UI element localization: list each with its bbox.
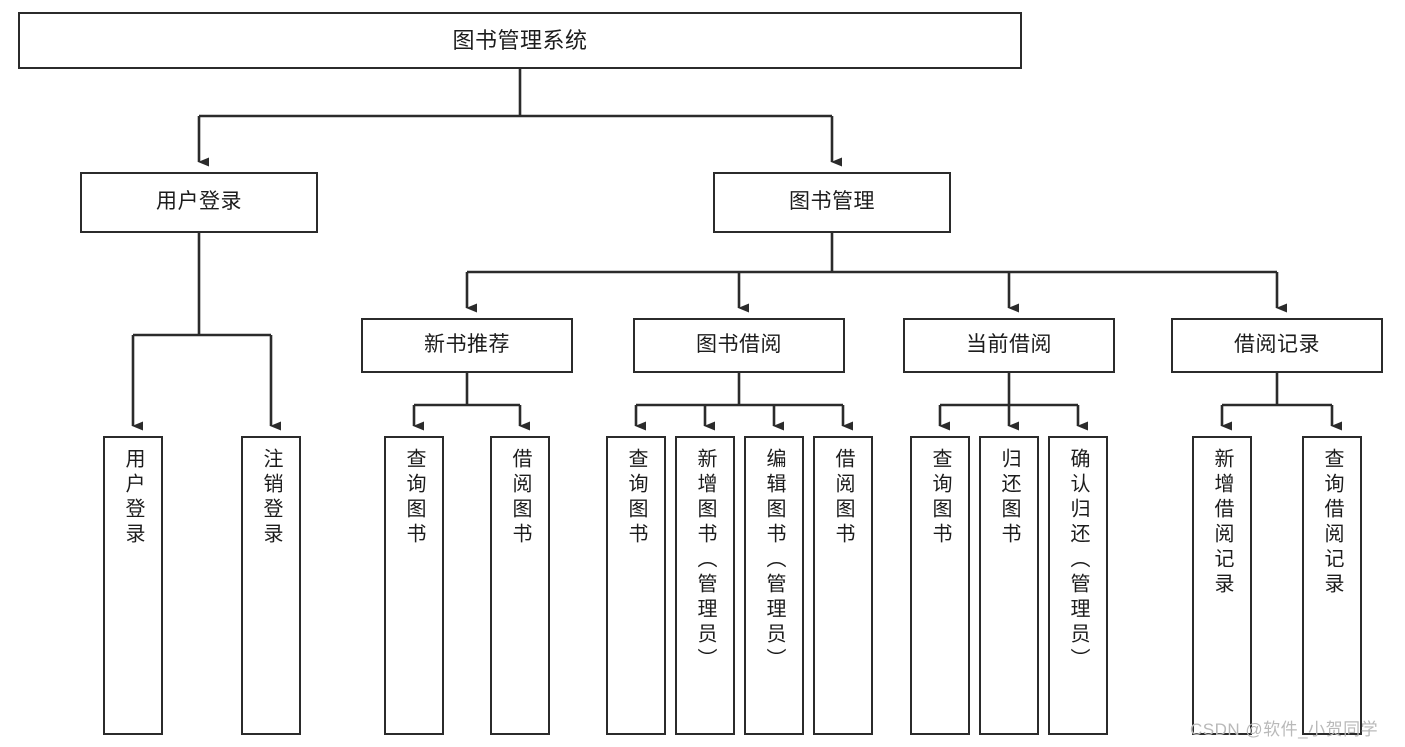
node-new-book-recommend[interactable]: 新书推荐 bbox=[361, 318, 573, 373]
leaf-query-book-current[interactable]: 查询图书 bbox=[910, 436, 970, 735]
node-label: 新增图书（管理员） bbox=[694, 448, 716, 673]
leaf-query-borrow-record[interactable]: 查询借阅记录 bbox=[1302, 436, 1362, 735]
node-current-borrow[interactable]: 当前借阅 bbox=[903, 318, 1115, 373]
node-user-login[interactable]: 用户登录 bbox=[80, 172, 318, 233]
leaf-query-book-recommend[interactable]: 查询图书 bbox=[384, 436, 444, 735]
node-root-system[interactable]: 图书管理系统 bbox=[18, 12, 1022, 69]
node-label: 查询图书 bbox=[929, 448, 951, 548]
node-label: 注销登录 bbox=[260, 448, 282, 548]
leaf-confirm-return-admin[interactable]: 确认归还（管理员） bbox=[1048, 436, 1108, 735]
node-label: 借阅图书 bbox=[832, 448, 854, 548]
node-label: 图书管理 bbox=[789, 190, 875, 214]
node-book-borrow[interactable]: 图书借阅 bbox=[633, 318, 845, 373]
node-book-management[interactable]: 图书管理 bbox=[713, 172, 951, 233]
leaf-return-book[interactable]: 归还图书 bbox=[979, 436, 1039, 735]
node-label: 归还图书 bbox=[998, 448, 1020, 548]
leaf-user-login[interactable]: 用户登录 bbox=[103, 436, 163, 735]
node-label: 借阅记录 bbox=[1234, 333, 1320, 357]
node-label: 图书管理系统 bbox=[452, 27, 588, 53]
node-label: 确认归还（管理员） bbox=[1067, 448, 1089, 673]
node-label: 新增借阅记录 bbox=[1211, 448, 1233, 598]
leaf-query-book-borrow[interactable]: 查询图书 bbox=[606, 436, 666, 735]
leaf-edit-book-admin[interactable]: 编辑图书（管理员） bbox=[744, 436, 804, 735]
node-label: 当前借阅 bbox=[966, 333, 1052, 357]
node-label: 用户登录 bbox=[156, 190, 242, 214]
node-label: 用户登录 bbox=[122, 448, 144, 548]
node-label: 新书推荐 bbox=[424, 333, 510, 357]
leaf-add-book-admin[interactable]: 新增图书（管理员） bbox=[675, 436, 735, 735]
node-label: 查询图书 bbox=[625, 448, 647, 548]
watermark: CSDN @软件_小贺同学 bbox=[1190, 720, 1379, 739]
node-borrow-record[interactable]: 借阅记录 bbox=[1171, 318, 1383, 373]
node-label: 编辑图书（管理员） bbox=[763, 448, 785, 673]
node-label: 图书借阅 bbox=[696, 333, 782, 357]
node-label: 查询借阅记录 bbox=[1321, 448, 1343, 598]
leaf-borrow-book-recommend[interactable]: 借阅图书 bbox=[490, 436, 550, 735]
node-label: 借阅图书 bbox=[509, 448, 531, 548]
leaf-add-borrow-record[interactable]: 新增借阅记录 bbox=[1192, 436, 1252, 735]
leaf-borrow-book[interactable]: 借阅图书 bbox=[813, 436, 873, 735]
node-label: 查询图书 bbox=[403, 448, 425, 548]
leaf-logout[interactable]: 注销登录 bbox=[241, 436, 301, 735]
